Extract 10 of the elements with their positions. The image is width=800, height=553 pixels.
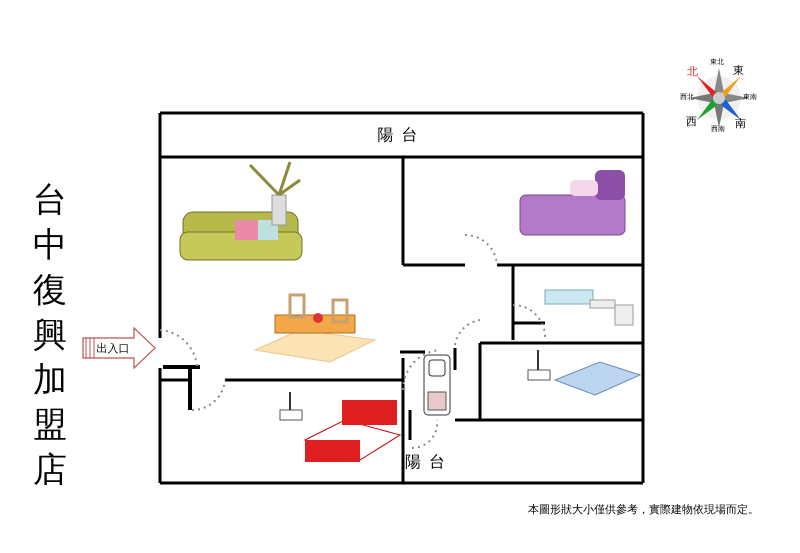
compass-direction-label: 南 [735, 116, 746, 131]
room-label: 陽台 [378, 125, 426, 146]
branch-name: 台中復興加盟店 [33, 179, 68, 492]
entrance-label: 出入口 [96, 340, 130, 356]
disclaimer-note: 本圖形狀大小僅供參考，實際建物依現場而定。 [528, 502, 759, 517]
compass-direction-label: 北 [687, 64, 698, 79]
compass-direction-label: 西 [686, 114, 697, 129]
entrance-arrow [82, 327, 156, 369]
room-label: 陽台 [405, 452, 453, 473]
compass-direction-label: 東 [733, 63, 744, 78]
